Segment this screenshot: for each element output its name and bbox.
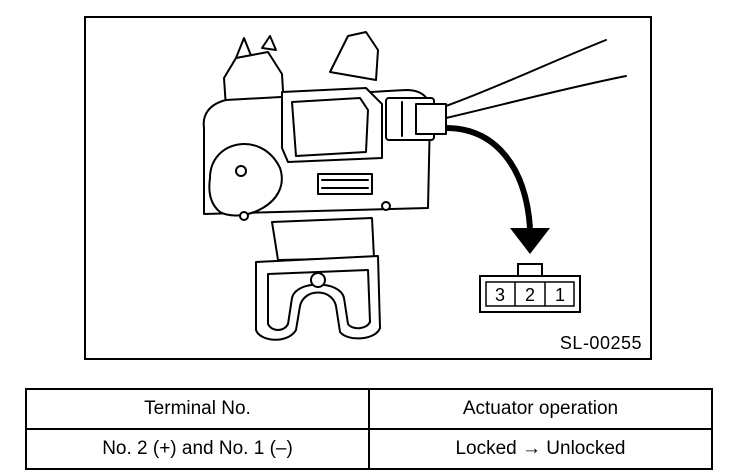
header-terminal-no: Terminal No. bbox=[25, 388, 370, 430]
figure-code: SL-00255 bbox=[559, 333, 642, 353]
actuator-housing bbox=[202, 31, 432, 261]
terminal-label-3: 3 bbox=[495, 285, 505, 305]
cell-terminal-pair: No. 2 (+) and No. 1 (–) bbox=[25, 428, 370, 470]
curved-arrow bbox=[445, 125, 550, 254]
cell-operation: Locked → Unlocked bbox=[368, 428, 713, 470]
terminal-spec-table: Terminal No. Actuator operation No. 2 (+… bbox=[25, 388, 713, 470]
connector-terminal-view: 3 2 1 bbox=[479, 263, 581, 313]
terminal-label-2: 2 bbox=[525, 285, 535, 305]
lock-actuator-illustration: 3 2 1 bbox=[202, 31, 627, 341]
table-header-row: Terminal No. Actuator operation bbox=[25, 388, 713, 430]
figure-frame: 3 2 1 SL-00255 bbox=[84, 16, 652, 360]
terminal-label-1: 1 bbox=[555, 285, 565, 305]
housing-connector bbox=[385, 97, 447, 141]
latch bbox=[255, 255, 381, 341]
wire-harness bbox=[445, 39, 627, 119]
table-row: No. 2 (+) and No. 1 (–) Locked → Unlocke… bbox=[25, 428, 713, 470]
header-actuator-operation: Actuator operation bbox=[368, 388, 713, 430]
